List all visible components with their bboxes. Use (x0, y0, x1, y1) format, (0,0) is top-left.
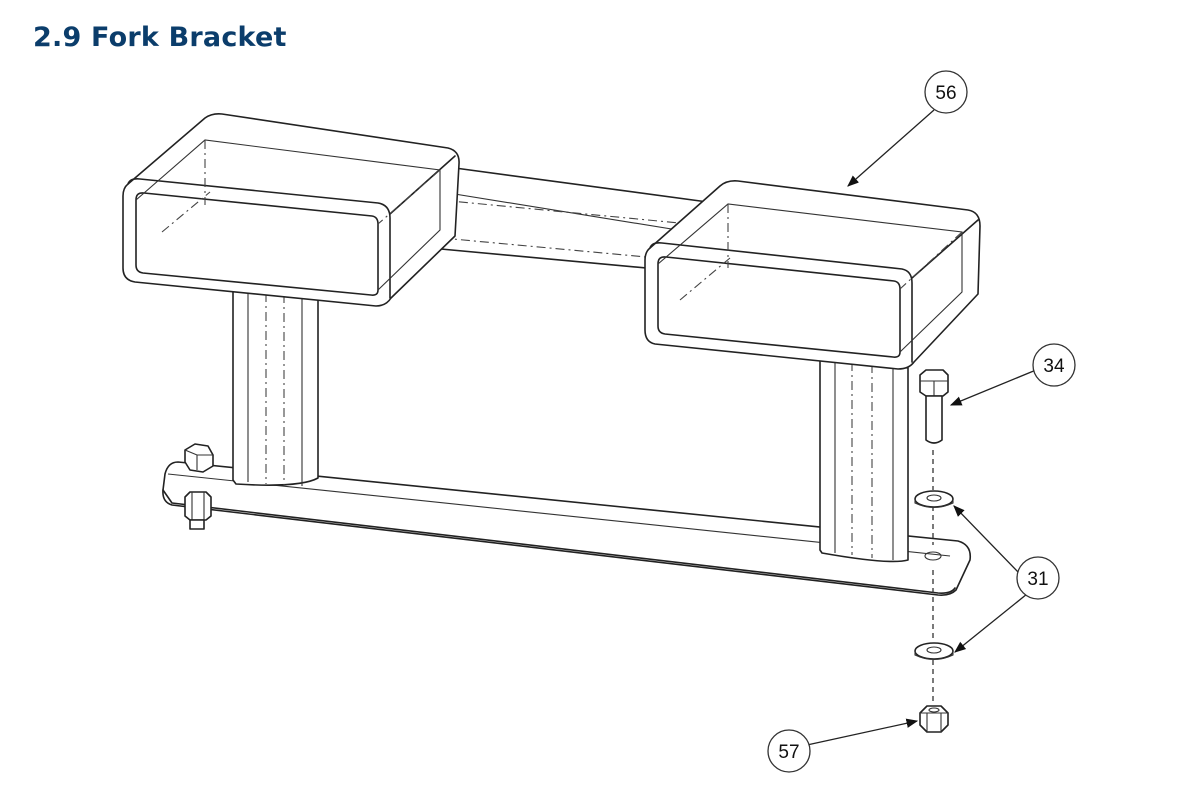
callout-label-bracket: 56 (935, 83, 956, 104)
bolt-part (919, 369, 949, 444)
left-sleeve (122, 113, 460, 307)
left-bolt-assembly (184, 443, 214, 530)
callout-label-nut: 57 (778, 742, 799, 763)
page-title: 2.9 Fork Bracket (33, 22, 287, 53)
callout-label-bolt: 34 (1043, 356, 1065, 377)
base-plate (162, 461, 972, 596)
exploded-hardware (914, 369, 954, 733)
upper-washer-part (914, 490, 954, 509)
callout-bracket: 56 (924, 70, 968, 114)
callout-nut: 57 (767, 729, 811, 773)
callout-washer: 31 (1016, 556, 1060, 600)
right-post (819, 357, 909, 563)
right-sleeve (644, 180, 981, 370)
left-post (232, 289, 319, 486)
callout-bolt: 34 (1032, 343, 1076, 387)
callout-label-washer: 31 (1027, 569, 1048, 590)
lower-washer-part (914, 642, 954, 661)
leader-lines (806, 109, 1037, 746)
nut-part (919, 705, 949, 733)
